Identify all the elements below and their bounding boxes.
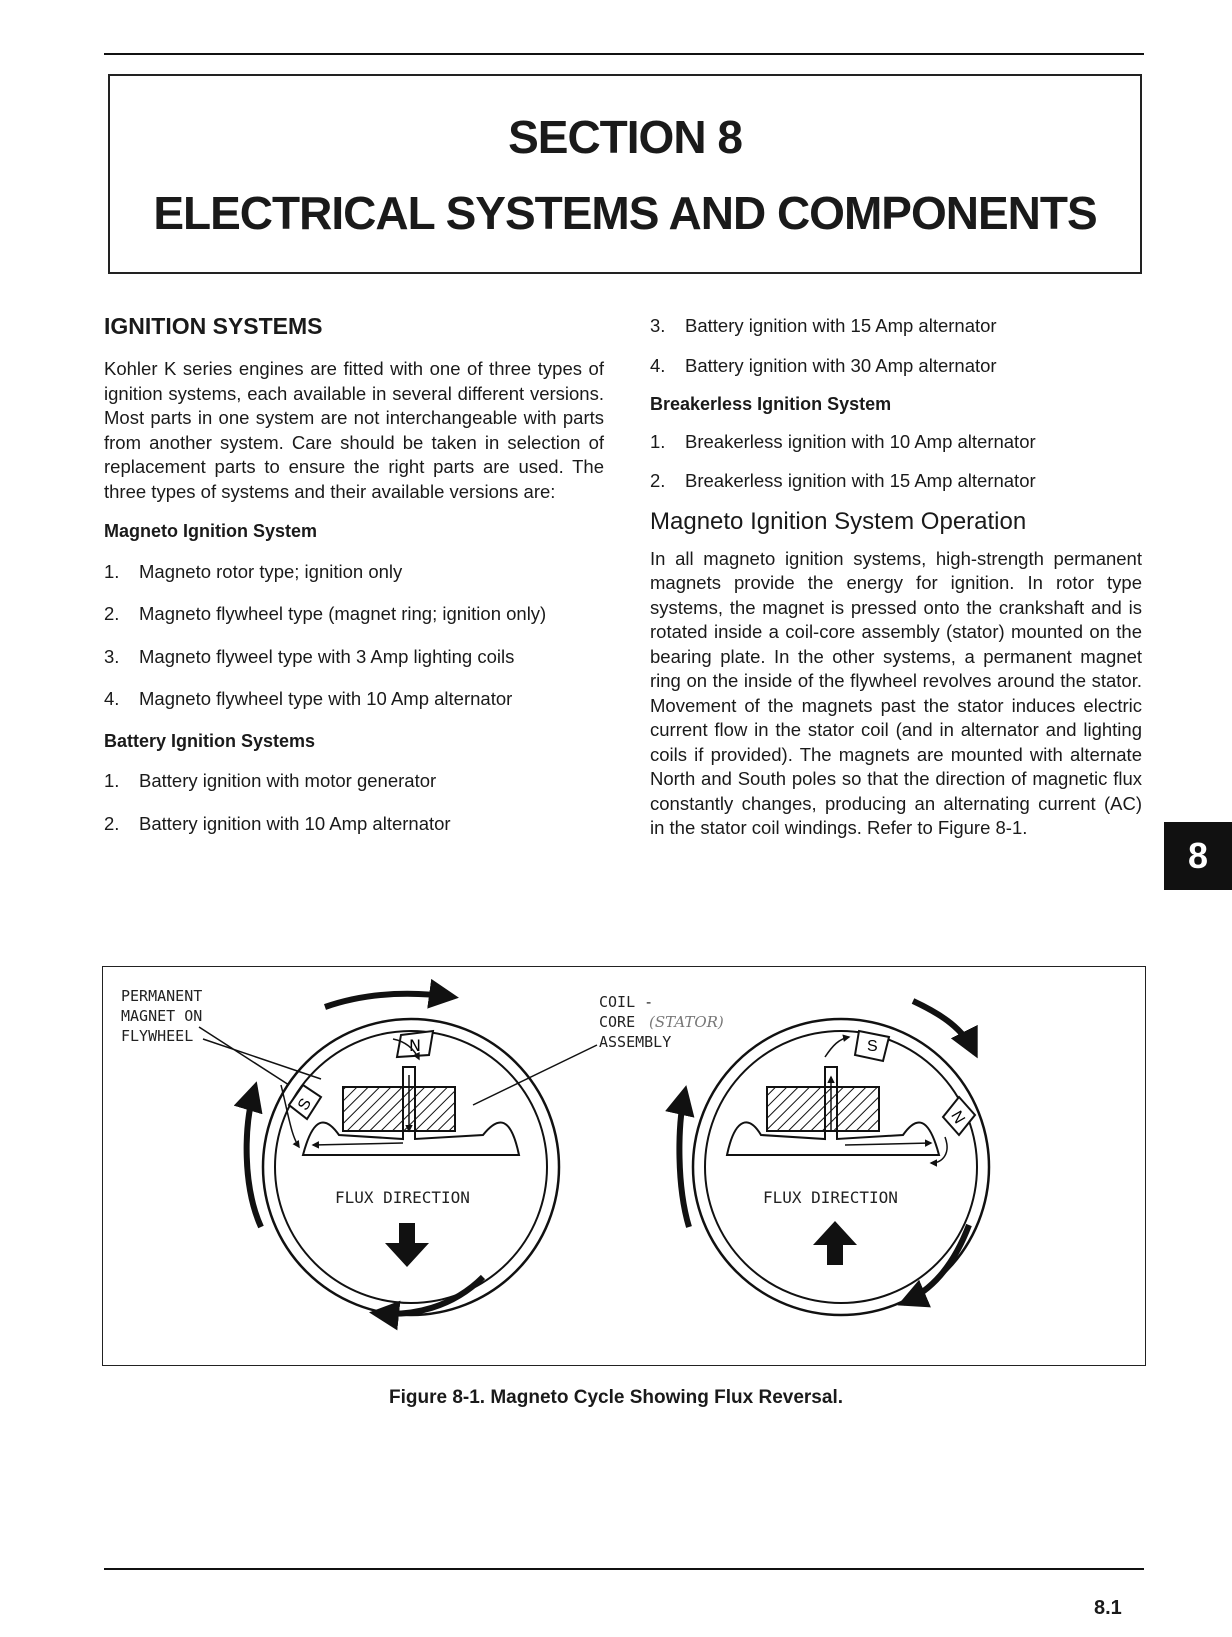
pole-n-right xyxy=(941,1095,977,1137)
battery-heading: Battery Ignition Systems xyxy=(104,730,316,751)
figure-8-1: PERMANENT MAGNET ON FLYWHEEL COIL - CORE… xyxy=(102,966,1146,1366)
flux-label-left: FLUX DIRECTION xyxy=(335,1188,470,1207)
svg-text:ASSEMBLY: ASSEMBLY xyxy=(599,1033,671,1051)
right-column: 3.Battery ignition with 15 Amp alternato… xyxy=(650,314,1142,841)
flux-arrow-down xyxy=(385,1223,429,1267)
magneto-diagram: PERMANENT MAGNET ON FLYWHEEL COIL - CORE… xyxy=(121,978,991,1331)
figure-caption: Figure 8-1. Magneto Cycle Showing Flux R… xyxy=(389,1387,843,1408)
svg-text:FLYWHEEL: FLYWHEEL xyxy=(121,1027,193,1045)
top-rule xyxy=(104,53,1144,55)
magnet-label: PERMANENT MAGNET ON FLYWHEEL xyxy=(121,987,202,1045)
svg-text:S: S xyxy=(867,1038,878,1055)
flux-arrow-up xyxy=(813,1221,857,1265)
coil-right xyxy=(766,1086,880,1132)
coil-leader xyxy=(472,1044,598,1106)
bottom-rule xyxy=(104,1568,1144,1570)
svg-text:(STATOR): (STATOR) xyxy=(649,1013,724,1031)
left-column: IGNITION SYSTEMS Kohler K series engines… xyxy=(104,312,604,836)
magneto-heading: Magneto Ignition System xyxy=(104,521,318,541)
coil-label: COIL - CORE (STATOR) ASSEMBLY xyxy=(599,993,724,1051)
breakerless-heading: Breakerless Ignition System xyxy=(650,394,892,414)
list-item: 3.Magneto flyweel type with 3 Amp lighti… xyxy=(104,645,515,667)
operation-heading: Magneto Ignition System Operation xyxy=(650,507,1027,535)
section-tab: 8 xyxy=(1164,822,1232,890)
flux-label-right: FLUX DIRECTION xyxy=(763,1188,898,1207)
pole-n-left xyxy=(395,1029,435,1059)
section-title: ELECTRICAL SYSTEMS AND COMPONENTS xyxy=(153,187,1097,239)
section-header-box: SECTION 8 ELECTRICAL SYSTEMS AND COMPONE… xyxy=(108,74,1142,274)
list-item: 2.Battery ignition with 10 Amp alternato… xyxy=(104,812,451,834)
magnet-leader-2 xyxy=(198,1026,290,1086)
ignition-systems-heading: IGNITION SYSTEMS xyxy=(104,313,323,339)
page-number: 8.1 xyxy=(1094,1597,1122,1619)
intro-paragraph: Kohler K series engines are fitted with … xyxy=(104,358,604,502)
list-item: 4.Battery ignition with 30 Amp alternato… xyxy=(650,354,997,376)
coil-left xyxy=(342,1086,456,1132)
list-item: 2.Magneto flywheel type (magnet ring; ig… xyxy=(104,603,547,624)
svg-text:N: N xyxy=(409,1036,421,1055)
list-item: 3.Battery ignition with 15 Amp alternato… xyxy=(650,315,997,336)
list-item: 1.Breakerless ignition with 10 Amp alter… xyxy=(650,430,1036,452)
pole-s-right xyxy=(853,1029,891,1063)
svg-text:PERMANENT: PERMANENT xyxy=(121,987,202,1005)
magneto-right: S N FLUX DIRECTION xyxy=(665,998,991,1317)
list-item: 1.Battery ignition with motor generator xyxy=(104,770,437,791)
magnet-leader-1 xyxy=(202,1038,322,1080)
svg-text:MAGNET ON: MAGNET ON xyxy=(121,1007,202,1025)
magneto-list: 1.Magneto rotor type; ignition only 2.Ma… xyxy=(104,560,604,712)
list-item: 4.Magneto flywheel type with 10 Amp alte… xyxy=(104,688,513,709)
pole-s-left xyxy=(287,1083,323,1121)
list-item: 2.Breakerless ignition with 15 Amp alter… xyxy=(650,470,1036,491)
svg-text:CORE: CORE xyxy=(599,1013,635,1031)
list-item: 1.Magneto rotor type; ignition only xyxy=(104,560,403,582)
magneto-left: N S FLUX DIRECTION xyxy=(233,978,561,1331)
svg-text:COIL -: COIL - xyxy=(599,993,653,1011)
section-number: SECTION 8 xyxy=(508,111,743,163)
operation-paragraph: In all magneto ignition systems, high-st… xyxy=(650,547,1142,839)
battery-list: 1.Battery ignition with motor generator … xyxy=(104,769,604,836)
